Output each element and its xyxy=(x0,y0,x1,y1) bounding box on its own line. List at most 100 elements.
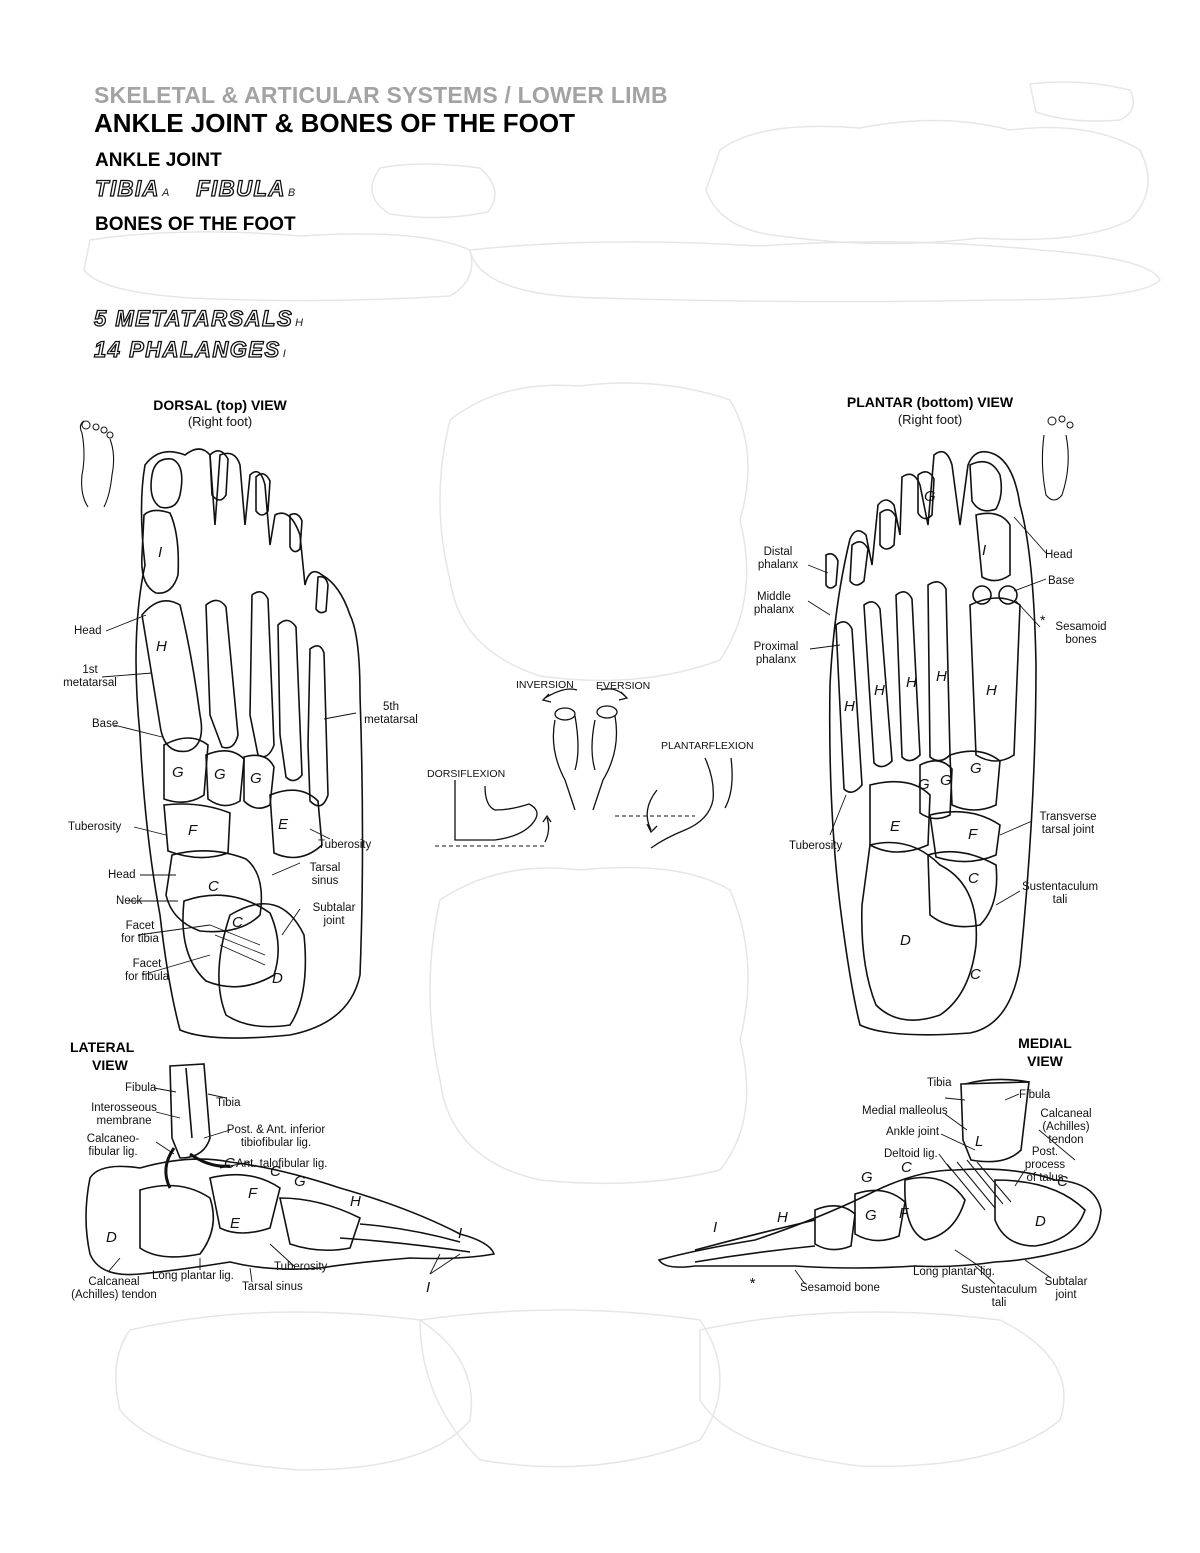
calcaneofibular-line2: fibular lig. xyxy=(88,1146,138,1158)
medial-letter-c1: C xyxy=(901,1159,912,1176)
medial-subtalar-line2: joint xyxy=(1055,1289,1077,1301)
fifth-metatarsal-line1: 5th xyxy=(383,701,399,713)
middle-line2: phalanx xyxy=(753,604,795,616)
dorsal-tuberosity-left-label: Tuberosity xyxy=(68,821,122,833)
lateral-letter-c1: C xyxy=(224,1155,235,1172)
lateral-letter-h: H xyxy=(350,1193,361,1210)
dorsal-letter-e: E xyxy=(278,816,289,833)
plantar-letter-h3: H xyxy=(906,674,917,691)
dorsal-letter-i: I xyxy=(158,544,162,561)
lateral-tarsal-sinus-label: Tarsal sinus xyxy=(242,1281,303,1293)
medial-foot-illustration: D G G F C C H I L * xyxy=(657,1078,1102,1292)
lateral-letter-f: F xyxy=(248,1185,258,1202)
dorsal-view-title: DORSAL (top) VIEW xyxy=(153,397,287,413)
dorsal-fifth-metatarsal-label: 5th metatarsal xyxy=(356,701,426,727)
phalanges-label: 14 PHALANGES xyxy=(93,336,281,362)
medial-letter-i: I xyxy=(713,1219,717,1236)
medial-title-line2: VIEW xyxy=(1027,1053,1063,1069)
lateral-calcaneal-line2: (Achilles) tendon xyxy=(71,1289,157,1301)
lateral-title-line2: VIEW xyxy=(92,1057,128,1073)
plantar-letter-h4: H xyxy=(874,682,885,699)
lateral-calcaneal-line1: Calcaneal xyxy=(88,1276,140,1288)
post-process-line3: of talus xyxy=(1026,1172,1064,1184)
medial-letter-h: H xyxy=(777,1209,788,1226)
medial-calcaneal-line3: tendon xyxy=(1048,1134,1084,1146)
lateral-fibula-label: Fibula xyxy=(125,1082,157,1094)
lateral-long-plantar-label: Long plantar lig. xyxy=(152,1270,234,1282)
dorsiflexion-label: DORSIFLEXION xyxy=(427,768,506,780)
plantar-letter-g3: G xyxy=(918,776,930,793)
medial-calcaneal-line2: (Achilles) xyxy=(1042,1121,1090,1133)
plantar-letter-d: D xyxy=(900,932,911,949)
medial-tibia-label: Tibia xyxy=(927,1077,952,1089)
lateral-calcaneal-tendon-label: Calcaneal (Achilles) tendon xyxy=(66,1276,162,1302)
dorsal-tuberosity-right-label: Tuberosity xyxy=(318,839,372,851)
medial-letter-g2: G xyxy=(861,1169,873,1186)
tibia-letter: A xyxy=(161,187,170,199)
plantar-middle-phalanx-label: Middle phalanx xyxy=(744,591,804,617)
medial-sustentaculum-line1: Sustentaculum xyxy=(960,1284,1038,1296)
facet-tibia-line1: Facet xyxy=(125,920,155,932)
dorsal-foot-illustration: I H G G G E F C C D xyxy=(79,420,364,1039)
dorsal-neck-label: Neck xyxy=(116,895,143,907)
lateral-interosseous-label: Interosseous membrane xyxy=(88,1102,160,1128)
sesamoid-line1: Sesamoid xyxy=(1055,621,1107,633)
post-ant-line2: tibiofibular lig. xyxy=(240,1137,312,1149)
inversion-label: INVERSION xyxy=(516,679,574,691)
interosseous-line1: Interosseous xyxy=(91,1102,157,1114)
medial-malleolus-label: Medial malleolus xyxy=(862,1105,948,1117)
plantar-letter-c: C xyxy=(968,870,979,887)
dorsal-letter-f: F xyxy=(188,822,198,839)
dorsal-letter-g3: G xyxy=(250,770,262,787)
page-title: ANKLE JOINT & BONES OF THE FOOT xyxy=(94,108,576,138)
facet-tibia-line2: for tibia xyxy=(121,933,159,945)
dorsal-letter-g1: G xyxy=(172,764,184,781)
dorsal-letter-g2: G xyxy=(214,766,226,783)
fifth-metatarsal-line2: metatarsal xyxy=(364,714,418,726)
dorsal-facet-tibia-label: Facet for tibia xyxy=(110,920,170,946)
medial-sesamoid-label: Sesamoid bone xyxy=(800,1282,880,1294)
bones-of-foot-heading: BONES OF THE FOOT xyxy=(95,214,296,235)
lateral-foot-illustration: D E F C C G H I I xyxy=(85,1063,496,1296)
medial-calcaneal-tendon-label: Calcaneal (Achilles) tendon xyxy=(1036,1108,1096,1147)
medial-deltoid-label: Deltoid lig. xyxy=(884,1148,938,1160)
medial-title-line1: MEDIAL xyxy=(1018,1035,1072,1051)
medial-ankle-joint-label: Ankle joint xyxy=(886,1126,940,1138)
lateral-letter-i1: I xyxy=(458,1225,462,1242)
dorsal-view-subtitle: (Right foot) xyxy=(187,414,253,429)
ankle-motions-illustration xyxy=(435,688,733,849)
dorsal-talus-head-label: Head xyxy=(108,869,136,881)
medial-star: * xyxy=(749,1275,756,1292)
lateral-title-line1: LATERAL xyxy=(70,1039,135,1055)
calcaneofibular-line1: Calcaneo- xyxy=(86,1133,140,1145)
plantar-proximal-phalanx-label: Proximal phalanx xyxy=(744,641,808,667)
medial-fibula-label: Fibula xyxy=(1019,1089,1051,1101)
plantar-letter-i: I xyxy=(982,542,986,559)
transverse-line1: Transverse xyxy=(1039,811,1097,823)
subtalar-line2: joint xyxy=(323,915,345,927)
interosseous-line2: membrane xyxy=(96,1115,152,1127)
breadcrumb: SKELETAL & ARTICULAR SYSTEMS / LOWER LIM… xyxy=(94,82,668,108)
plantar-distal-phalanx-label: Distal phalanx xyxy=(748,546,808,572)
distal-line2: phalanx xyxy=(757,559,799,571)
lateral-post-ant-ligament-label: Post. & Ant. inferior tibiofibular lig. xyxy=(218,1124,334,1150)
sustentaculum-line2: tali xyxy=(1052,894,1068,906)
plantarflexion-label: PLANTARFLEXION xyxy=(661,740,754,752)
plantar-letter-f: F xyxy=(968,826,978,843)
lateral-tuberosity-label: Tuberosity xyxy=(274,1261,328,1273)
plantar-letter-g-toe: G xyxy=(924,488,936,505)
sesamoid-line2: bones xyxy=(1065,634,1097,646)
phalanges-letter: I xyxy=(282,348,286,360)
dorsal-letter-c1: C xyxy=(208,878,219,895)
medial-sustentaculum-line2: tali xyxy=(991,1297,1007,1309)
plantar-letter-g2: G xyxy=(940,772,952,789)
medial-view-title: MEDIAL VIEW xyxy=(1000,1034,1090,1070)
facet-fibula-line2: for fibula xyxy=(124,971,170,983)
medial-calcaneal-line1: Calcaneal xyxy=(1040,1108,1092,1120)
facet-fibula-line1: Facet xyxy=(132,958,162,970)
metatarsals-label: 5 METATARSALS xyxy=(93,305,294,331)
plantar-sustentaculum-label: Sustentaculum tali xyxy=(1014,881,1106,907)
